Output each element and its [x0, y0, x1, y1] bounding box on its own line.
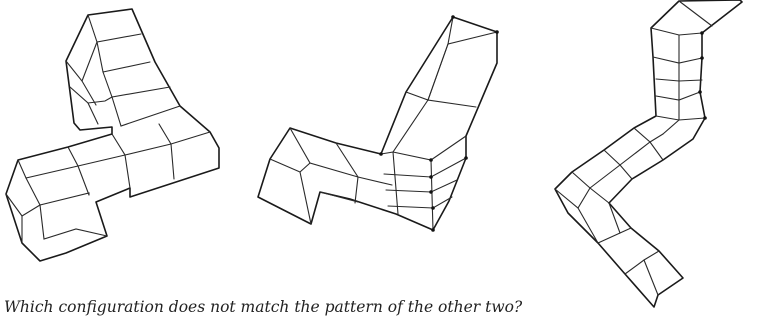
configuration-2 — [258, 15, 499, 232]
configuration-1 — [6, 9, 219, 261]
configuration-3 — [555, 0, 742, 307]
question-text: Which configuration does not match the p… — [4, 298, 604, 316]
